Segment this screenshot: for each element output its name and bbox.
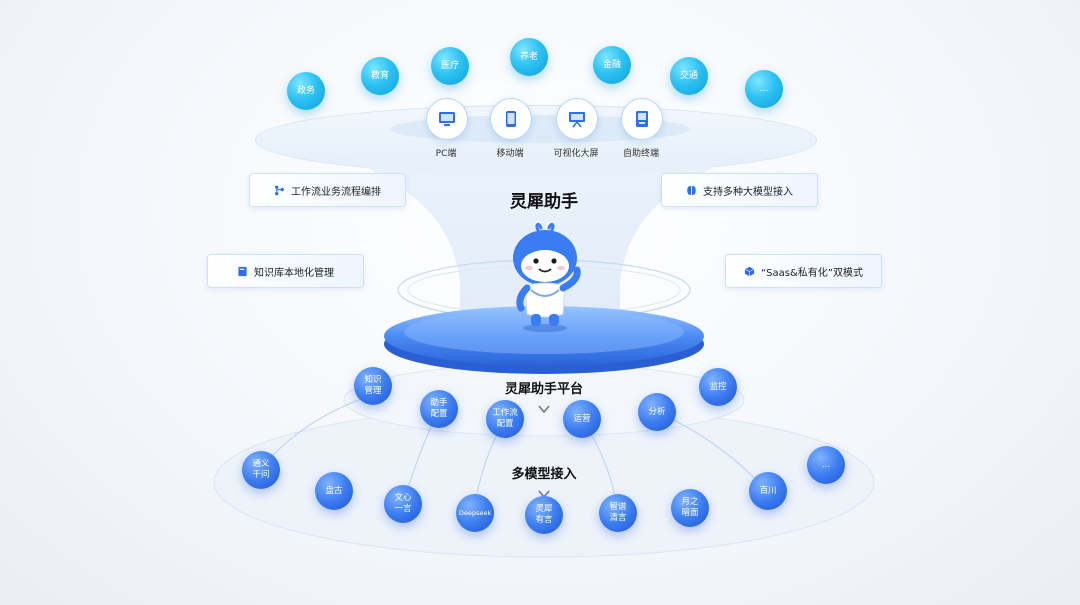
feature-saas[interactable]: “Saas&私有化”双模式 [725, 254, 882, 288]
platform-title: 灵犀助手平台 [504, 382, 583, 397]
node-zhengwu[interactable]: 政务 [287, 72, 325, 110]
model-node-zhipu[interactable]: 智谱 清言 [599, 494, 637, 532]
platform-node-monitor[interactable]: 监控 [699, 368, 737, 406]
node-jiaotong[interactable]: 交通 [670, 57, 708, 95]
device-label-kiosk: 自助终端 [622, 149, 659, 159]
models-title: 多模型接入 [511, 467, 577, 482]
platform-node-workflow[interactable]: 工作流 配置 [486, 400, 524, 438]
node-jinrong[interactable]: 金融 [593, 46, 631, 84]
model-node-deepseek[interactable]: Deepseek [456, 494, 494, 532]
model-node-more[interactable]: … [807, 446, 845, 484]
device-dashboard[interactable] [556, 98, 598, 140]
pc-icon [439, 112, 455, 126]
feature-workflow[interactable]: 工作流业务流程编排 [249, 173, 406, 207]
device-label-mobile: 移动端 [496, 149, 524, 159]
node-yiliao[interactable]: 医疗 [431, 47, 469, 85]
platform-node-ops[interactable]: 运营 [563, 400, 601, 438]
device-kiosk[interactable] [621, 98, 663, 140]
model-node-wenxin[interactable]: 文心 一言 [384, 485, 422, 523]
platform-node-knowledge[interactable]: 知识 管理 [354, 367, 392, 405]
model-node-tongyi[interactable]: 通义 千问 [242, 451, 280, 489]
node-jiaoyu[interactable]: 教育 [361, 57, 399, 95]
feature-models-label: 支持多种大模型接入 [703, 186, 793, 198]
platform-node-analysis[interactable]: 分析 [638, 393, 676, 431]
platform-node-assistant[interactable]: 助手 配置 [420, 390, 458, 428]
feature-models[interactable]: 支持多种大模型接入 [661, 173, 818, 207]
node-more-top[interactable]: … [745, 70, 783, 108]
device-label-pc: PC端 [435, 149, 457, 159]
feature-saas-label: “Saas&私有化”双模式 [761, 267, 863, 279]
mascot-icon [513, 222, 581, 332]
brain-icon [687, 185, 696, 195]
mobile-icon [506, 111, 516, 127]
model-node-pangu[interactable]: 盘古 [315, 472, 353, 510]
device-pc[interactable] [426, 98, 468, 140]
cube-icon [744, 266, 755, 276]
device-mobile[interactable] [490, 98, 532, 140]
dashboard-icon [569, 112, 585, 128]
book-icon [238, 266, 247, 276]
feature-knowledge-label: 知识库本地化管理 [254, 267, 334, 279]
device-label-dashboard: 可视化大屏 [553, 149, 599, 159]
feature-workflow-label: 工作流业务流程编排 [291, 186, 381, 198]
model-node-lingxi[interactable]: 灵犀 有言 [525, 496, 563, 534]
node-yanglao[interactable]: 养老 [510, 38, 548, 76]
kiosk-icon [636, 111, 648, 127]
model-node-baichuan[interactable]: 百川 [749, 472, 787, 510]
model-node-moonshot[interactable]: 月之 暗面 [671, 489, 709, 527]
feature-knowledge[interactable]: 知识库本地化管理 [207, 254, 364, 288]
center-title: 灵犀助手 [510, 192, 578, 212]
workflow-icon [275, 185, 284, 195]
